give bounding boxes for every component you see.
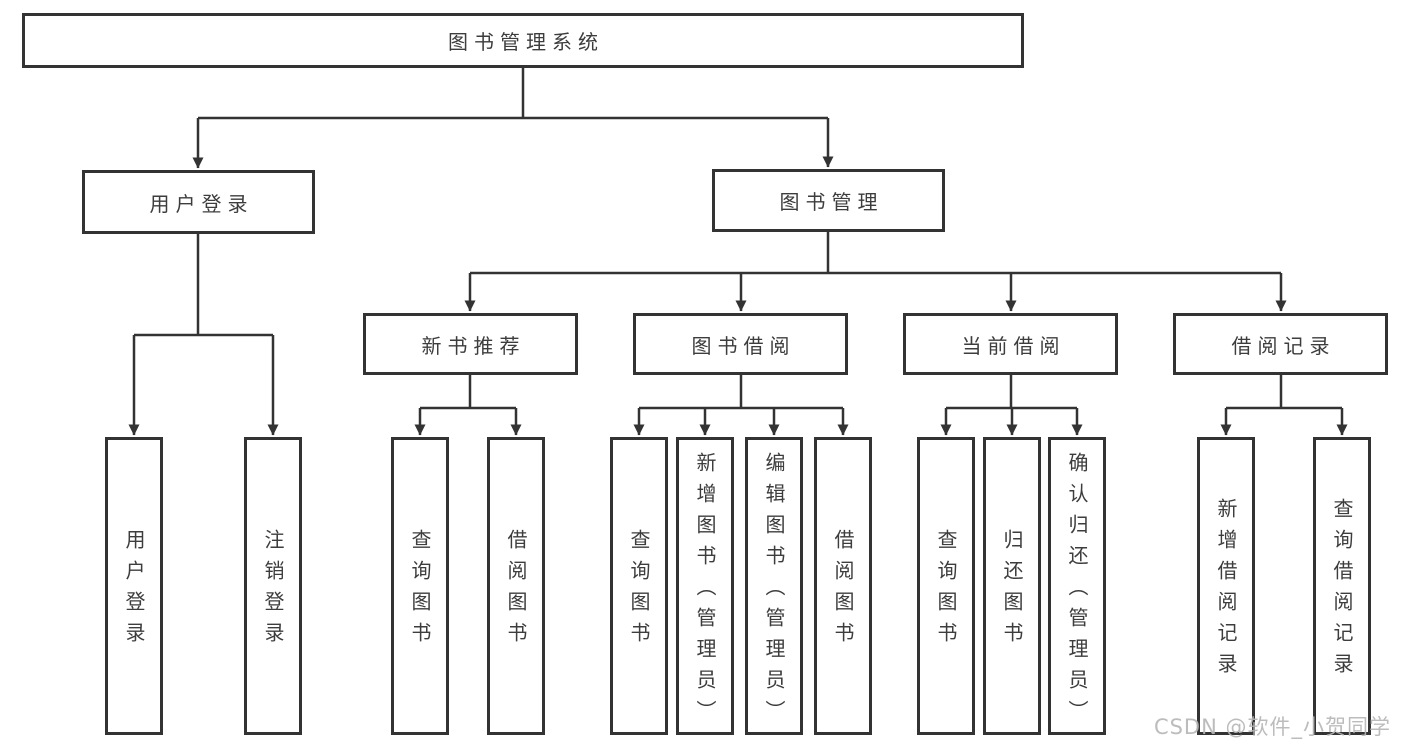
- leaf-add-book-admin: 新增图书（管理员）: [676, 437, 734, 735]
- connector-root-to-level2: [192, 68, 834, 169]
- leaf-logout: 注销登录: [244, 437, 302, 735]
- connector-line: [1226, 375, 1342, 410]
- leaf-confirm-return-admin: 确认归还（管理员）: [1048, 437, 1106, 735]
- leaf-borrow-book-recommend: 借阅图书: [487, 437, 545, 735]
- leaf-query-book-current: 查询图书: [917, 437, 975, 735]
- node-borrow-record: 借阅记录: [1173, 313, 1388, 375]
- connector-borrow-record-to-leaves: [1220, 375, 1348, 436]
- leaf-query-borrow-record: 查询借阅记录: [1313, 437, 1371, 735]
- connector-line: [946, 375, 1077, 410]
- connector-current-borrow-to-leaves: [940, 375, 1083, 436]
- connector-line: [639, 375, 843, 410]
- leaf-edit-book-admin: 编辑图书（管理员）: [745, 437, 803, 735]
- node-user-login: 用户登录: [82, 170, 315, 234]
- node-new-book-recommend: 新书推荐: [363, 313, 578, 375]
- leaf-query-book-recommend: 查询图书: [391, 437, 449, 735]
- node-current-borrow: 当前借阅: [903, 313, 1118, 375]
- watermark: CSDN @软件_小贺同学: [1153, 715, 1391, 739]
- node-book-management: 图书管理: [712, 169, 945, 232]
- leaf-user-login: 用户登录: [105, 437, 163, 735]
- leaf-return-book: 归还图书: [983, 437, 1041, 735]
- leaf-add-borrow-record: 新增借阅记录: [1197, 437, 1255, 735]
- node-system-root: 图书管理系统: [22, 13, 1024, 68]
- connector-new-book-recommend-to-leaves: [414, 375, 522, 436]
- connector-line: [134, 234, 273, 337]
- connector-line: [198, 68, 828, 120]
- connector-line: [420, 375, 516, 410]
- node-book-borrow: 图书借阅: [633, 313, 848, 375]
- connector-book-borrow-to-leaves: [633, 375, 849, 436]
- connector-line: [470, 232, 1281, 275]
- connector-user-login-to-leaves: [128, 234, 279, 436]
- connector-book-management-to-level3: [464, 232, 1287, 312]
- leaf-query-book-borrow: 查询图书: [610, 437, 668, 735]
- leaf-borrow-book: 借阅图书: [814, 437, 872, 735]
